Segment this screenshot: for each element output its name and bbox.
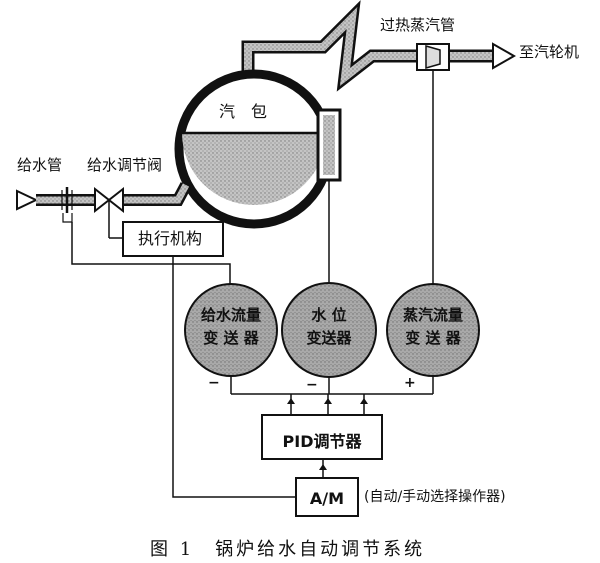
drum-label: 汽 包 [219,102,268,121]
steam-pipe [241,0,517,92]
signal-lines [71,222,434,498]
inlet-arrow-icon [16,189,39,211]
am-box [295,477,359,517]
figure-caption: 图 1 锅炉给水自动调节系统 [150,539,426,560]
steam-drum [174,69,342,300]
valve-icon [94,186,111,214]
level-line1: 水 位 [311,306,347,324]
level-line2: 变送器 [306,329,352,348]
steam-flow-transmitter [386,283,480,377]
steam-flow-transmitter-text: 蒸汽流量 变 送 器 [393,304,473,351]
level-sign: − [306,377,318,393]
turbine-arrow-icon [492,42,517,70]
am-note: (自动/手动选择操作器) [364,489,506,505]
to-turbine-label: 至汽轮机 [519,43,580,61]
am-label: A/M [309,489,345,508]
superheated-pipe-label: 过热蒸汽管 [380,16,456,34]
feed-flow-transmitter [184,283,278,377]
actuator-label: 执行机构 [138,229,203,248]
actuator-box [122,221,224,257]
feed-valve-label: 给水调节阀 [87,156,163,174]
feed-flow-line1: 给水流量 [200,306,261,324]
steam-flow-line1: 蒸汽流量 [402,306,463,324]
feed-flow-sign: − [208,375,220,391]
pid-box [261,414,383,460]
signal-arrowheads [287,398,368,470]
feed-flow-transmitter-text: 给水流量 变 送 器 [191,304,271,351]
level-transmitter-text: 水 位 变送器 [289,304,369,351]
feedwater-pipe [16,182,192,239]
pid-label: PID调节器 [282,432,362,451]
feed-flow-line2: 变 送 器 [203,329,259,348]
feedwater-pipe-label: 给水管 [17,156,63,174]
steam-flow-line2: 变 送 器 [405,329,461,348]
steam-flow-sign: + [404,375,416,391]
level-transmitter [281,282,377,378]
steam-flow-element [416,43,450,300]
